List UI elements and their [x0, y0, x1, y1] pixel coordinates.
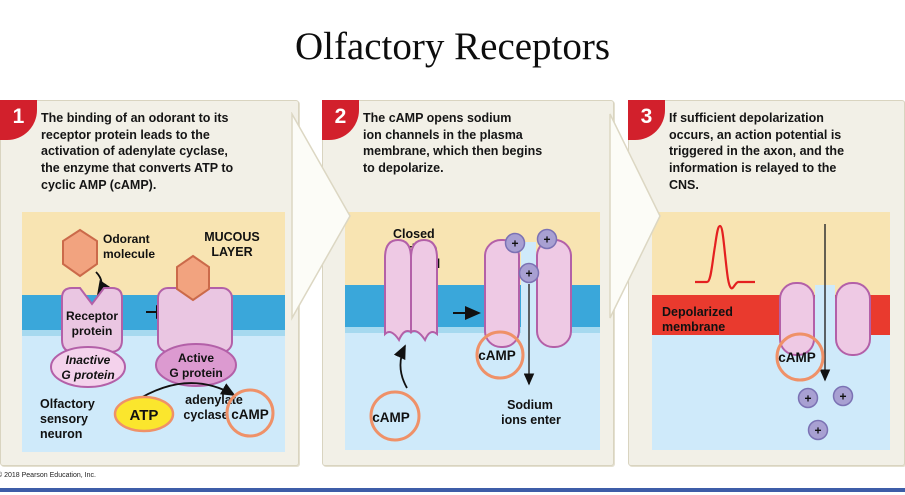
caption-line: the enzyme that converts ATP to: [41, 160, 234, 175]
olfactory-neuron-label: sensory: [40, 412, 88, 426]
odorant-molecule-hexagon-icon: [62, 228, 98, 278]
inactive-g-protein-label: G protein: [61, 368, 114, 382]
caption-line: activation of adenylate cyclase,: [41, 144, 228, 159]
membrane-inner-strip: [345, 327, 600, 333]
camp-molecule-icon: [369, 390, 421, 442]
depolarized-membrane-label: membrane: [662, 320, 725, 334]
open-sodium-channel-left-lobe: [779, 282, 815, 356]
sodium-ion: [832, 385, 854, 407]
caption-line: If sufficient depolarization: [669, 111, 824, 125]
mucous-layer-label: LAYER: [211, 245, 252, 259]
step-1-caption: The binding of an odorant to its recepto…: [41, 110, 293, 193]
closed-sodium-channel-right-lobe: [410, 238, 438, 343]
atp-molecule: [113, 395, 175, 433]
odorant-label: molecule: [103, 247, 155, 261]
sodium-ion: [518, 262, 540, 284]
caption-line: receptor protein leads to the: [41, 127, 210, 142]
receptor-protein-label: Receptor: [66, 309, 118, 323]
sodium-ion: [536, 228, 558, 250]
caption-line: The cAMP opens sodium: [363, 111, 512, 125]
camp-molecule-icon: [775, 332, 825, 382]
caption-text: to its: [195, 111, 229, 125]
caption-line: occurs, an action potential is: [669, 127, 842, 142]
caption-text: The binding of an: [41, 111, 149, 125]
caption-line: cyclic AMP (cAMP).: [41, 177, 157, 192]
sodium-ion-plus: +: [839, 390, 846, 404]
caption-line: membrane, which then begins: [363, 144, 543, 159]
step-1-badge: 1: [0, 100, 37, 140]
open-sodium-channel-right-lobe: [536, 239, 572, 348]
sodium-ion: [797, 387, 819, 409]
open-sodium-channel-left-lobe: [484, 239, 520, 348]
sodium-ion-plus: +: [814, 424, 821, 438]
camp-label: cAMP: [778, 350, 816, 365]
inactive-g-protein-label: Inactive: [66, 353, 111, 367]
action-potential-trace: [695, 224, 755, 290]
panel-2-diagram: Closed sodium channel + + + cAMP cAMP So…: [345, 212, 600, 450]
odorant-binding-arrow: [95, 271, 111, 296]
bound-odorant-hexagon-icon: [176, 254, 210, 302]
caption-line: to depolarize.: [363, 160, 444, 175]
inactive-g-protein: [50, 346, 126, 388]
closed-channel-label: Closed: [393, 227, 435, 241]
olfactory-neuron-label: neuron: [40, 427, 82, 441]
sodium-ion-plus: +: [543, 233, 550, 247]
sodium-ions-enter-label: Sodium: [507, 398, 553, 412]
atp-to-camp-arrow: [133, 382, 236, 403]
camp-molecule-icon: [475, 330, 525, 380]
cytoplasm-band: [345, 333, 600, 450]
panel-3-diagram: Depolarized membrane cAMP + + +: [652, 212, 890, 450]
closed-sodium-channel-left-lobe: [384, 238, 412, 343]
membrane-inner-strip: [22, 330, 285, 336]
copyright-notice: © 2018 Pearson Education, Inc.: [0, 472, 96, 479]
mucous-layer-band: [652, 212, 890, 295]
atp-label: ATP: [130, 407, 159, 424]
depolarized-membrane-label: Depolarized: [662, 305, 733, 319]
step-arrow-1-2-icon: [291, 112, 351, 321]
sodium-ion-plus: +: [525, 267, 532, 281]
camp-label: cAMP: [231, 407, 269, 422]
sodium-ions-enter-label: ions enter: [501, 413, 561, 427]
active-g-protein-label: Active: [178, 351, 214, 365]
panel-1-diagram: MUCOUS LAYER Odorant molecule Receptor p…: [22, 212, 285, 452]
receptor-protein-label: protein: [72, 324, 113, 338]
caption-line: CNS.: [669, 177, 699, 192]
active-g-protein: [155, 343, 237, 387]
footer-divider: [0, 488, 905, 492]
sodium-ion: [504, 232, 526, 254]
sodium-ion-plus: +: [511, 237, 518, 251]
open-sodium-channel-right-lobe: [835, 282, 871, 356]
camp-label: cAMP: [372, 410, 410, 425]
olfactory-neuron-label: Olfactory: [40, 397, 95, 411]
mucous-layer-label: MUCOUS: [204, 230, 260, 244]
active-g-protein-label: G protein: [169, 366, 222, 380]
sodium-ion-plus: +: [804, 392, 811, 406]
caption-bold-odorant: odorant: [148, 111, 196, 125]
camp-to-channel-arrow: [393, 344, 408, 389]
slide-title: Olfactory Receptors: [294, 25, 611, 68]
caption-line: ion channels in the plasma: [363, 127, 523, 142]
odorant-label: Odorant: [103, 232, 150, 246]
step-2-caption: The cAMP opens sodium ion channels in th…: [363, 110, 609, 177]
adenylate-cyclase-label: cyclase: [183, 408, 228, 422]
step-arrow-2-3-icon: [609, 113, 661, 319]
camp-molecule-icon: [225, 388, 275, 438]
step-3-caption: If sufficient depolarization occurs, an …: [669, 110, 901, 193]
caption-line: triggered in the axon, and the: [669, 144, 845, 159]
camp-label: cAMP: [478, 348, 516, 363]
sodium-ion: [807, 419, 829, 441]
caption-line: information is relayed to the: [669, 160, 837, 175]
